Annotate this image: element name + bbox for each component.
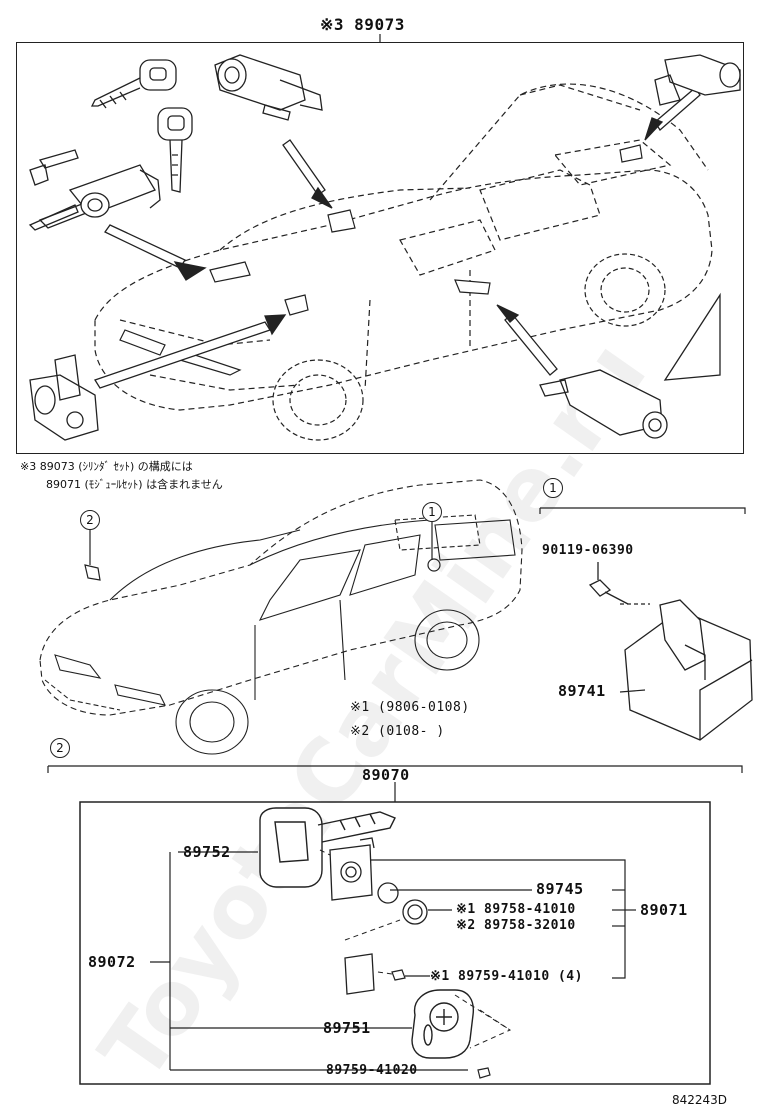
immobilizer-unit-icon: [624, 599, 753, 741]
part-89751: 89751: [323, 1019, 371, 1037]
part-89070: 89070: [362, 766, 410, 784]
part-89071: 89071: [640, 901, 688, 919]
top-section-title: ※3 89073: [320, 15, 405, 34]
diagram-code: 842243D: [672, 1093, 728, 1107]
part-89758-41010: ※1 89758-41010: [456, 902, 576, 917]
middle-car-drawing: [39, 479, 523, 755]
top-section-frame: [16, 42, 744, 454]
marker-1-detail: 1: [543, 478, 563, 498]
lock-cylinder-icon: [29, 354, 99, 441]
part-89745: 89745: [536, 880, 584, 898]
note-line-1: ※3 89073 (ｼﾘﾝﾀﾞ ｾｯﾄ) の構成には: [20, 460, 193, 473]
part-90119-06390: 90119-06390: [542, 543, 634, 558]
lock-cylinder-icon: [654, 54, 741, 106]
top-arrows: [38, 87, 701, 389]
note-line-2: 89071 (ﾓｼﾞｭｰﾙｾｯﾄ) は含まれません: [46, 478, 223, 491]
part-89758-32010: ※2 89758-32010: [456, 918, 576, 933]
part-89759-41010: ※1 89759-41010 (4): [430, 969, 583, 984]
part-89759-41020: 89759-41020: [326, 1063, 418, 1078]
key-icon: [259, 807, 396, 888]
key-icon: [90, 59, 193, 193]
part-89741: 89741: [558, 682, 606, 700]
transponder-icon: [329, 837, 428, 925]
transponder-icon: [411, 989, 475, 1059]
bolt-icon: [588, 562, 629, 605]
part-89752: 89752: [183, 843, 231, 861]
period-2: ※2 (0108- ): [350, 724, 445, 739]
part-89072: 89072: [88, 953, 136, 971]
lock-cylinder-icon: [539, 369, 668, 439]
marker-2-detail: 2: [50, 738, 70, 758]
marker-2-car: 2: [80, 510, 100, 530]
lock-cylinder-icon: [214, 54, 323, 121]
period-1: ※1 (9806-0108): [350, 700, 470, 715]
top-car-wheels: [272, 253, 666, 441]
marker-1-car: 1: [422, 502, 442, 522]
lock-cylinder-icon: [28, 149, 161, 231]
